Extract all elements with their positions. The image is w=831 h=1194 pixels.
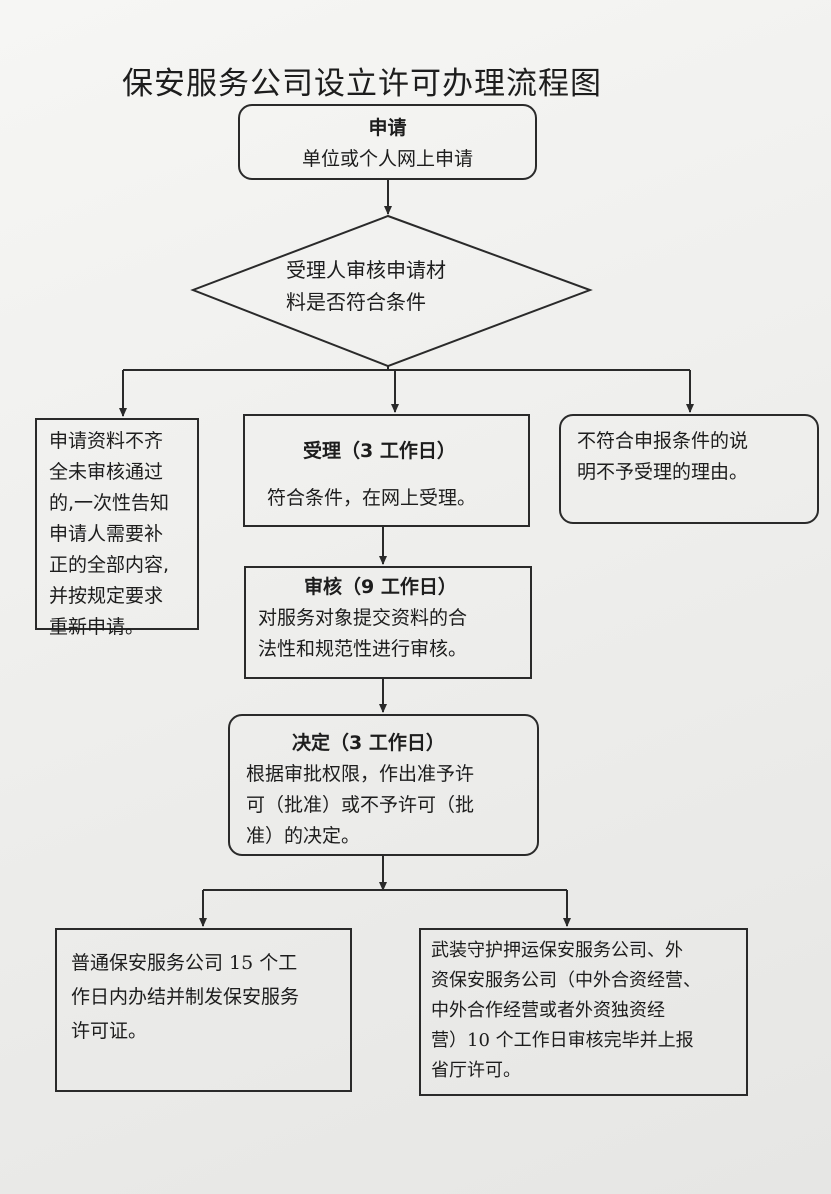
incomplete-line: 并按规定要求 bbox=[49, 585, 164, 607]
reject-box: 不符合申报条件的说 明不予受理的理由。 bbox=[559, 414, 819, 524]
ordinary-line1: 普通保安服务公司 15 个工 bbox=[71, 952, 298, 974]
audit-line2: 法性和规范性进行审核。 bbox=[258, 638, 468, 660]
review-condition-line1: 受理人审核申请材 bbox=[286, 258, 446, 282]
armed-line1: 武装守护押运保安服务公司、外 bbox=[431, 940, 683, 961]
incomplete-line: 重新申请。 bbox=[49, 616, 145, 638]
ordinary-box: 普通保安服务公司 15 个工 作日内办结并制发保安服务 许可证。 bbox=[55, 928, 352, 1092]
decision-line2: 可（批准）或不予许可（批 bbox=[246, 794, 475, 816]
review-condition-text: 受理人审核申请材 料是否符合条件 bbox=[286, 254, 476, 318]
decision-box: 决定（3 工作日） 根据审批权限，作出准予许 可（批准）或不予许可（批 准）的决… bbox=[228, 714, 539, 856]
decision-heading: 决定（3 工作日） bbox=[292, 732, 445, 754]
incomplete-line: 全未审核通过 bbox=[49, 461, 164, 483]
audit-heading: 审核（9 工作日） bbox=[304, 576, 457, 598]
accept-heading: 受理（3 工作日） bbox=[303, 440, 456, 462]
armed-line4: 营）10 个工作日审核完毕并上报 bbox=[431, 1030, 694, 1051]
armed-line3: 中外合作经营或者外资独资经 bbox=[431, 1000, 665, 1021]
incomplete-line: 的,一次性告知 bbox=[49, 492, 170, 514]
incomplete-line: 正的全部内容, bbox=[49, 554, 170, 576]
decision-line3: 准）的决定。 bbox=[246, 825, 361, 847]
ordinary-line2: 作日内办结并制发保安服务 bbox=[71, 986, 300, 1008]
reject-line: 明不予受理的理由。 bbox=[577, 461, 749, 483]
accept-box: 受理（3 工作日） 符合条件，在网上受理。 bbox=[243, 414, 530, 527]
ordinary-line3: 许可证。 bbox=[71, 1020, 148, 1042]
incomplete-line: 申请资料不齐 bbox=[49, 430, 164, 452]
page-title: 保安服务公司设立许可办理流程图 bbox=[122, 66, 602, 102]
incomplete-line: 申请人需要补 bbox=[49, 523, 164, 545]
accept-text: 符合条件，在网上受理。 bbox=[267, 487, 477, 509]
audit-box: 审核（9 工作日） 对服务对象提交资料的合 法性和规范性进行审核。 bbox=[244, 566, 532, 679]
reject-line: 不符合申报条件的说 bbox=[577, 430, 749, 452]
review-condition-line2: 料是否符合条件 bbox=[286, 290, 426, 314]
armed-box: 武装守护押运保安服务公司、外 资保安服务公司（中外合资经营、 中外合作经营或者外… bbox=[419, 928, 748, 1096]
armed-line2: 资保安服务公司（中外合资经营、 bbox=[431, 970, 701, 991]
incomplete-box: 申请资料不齐 全未审核通过 的,一次性告知 申请人需要补 正的全部内容, 并按规… bbox=[35, 418, 199, 638]
apply-box: 申请 单位或个人网上申请 bbox=[238, 104, 537, 180]
armed-line5: 省厅许可。 bbox=[431, 1060, 521, 1081]
apply-heading: 申请 bbox=[368, 117, 407, 139]
audit-line1: 对服务对象提交资料的合 bbox=[258, 607, 468, 629]
apply-text: 单位或个人网上申请 bbox=[301, 148, 473, 170]
decision-line1: 根据审批权限，作出准予许 bbox=[246, 763, 475, 785]
